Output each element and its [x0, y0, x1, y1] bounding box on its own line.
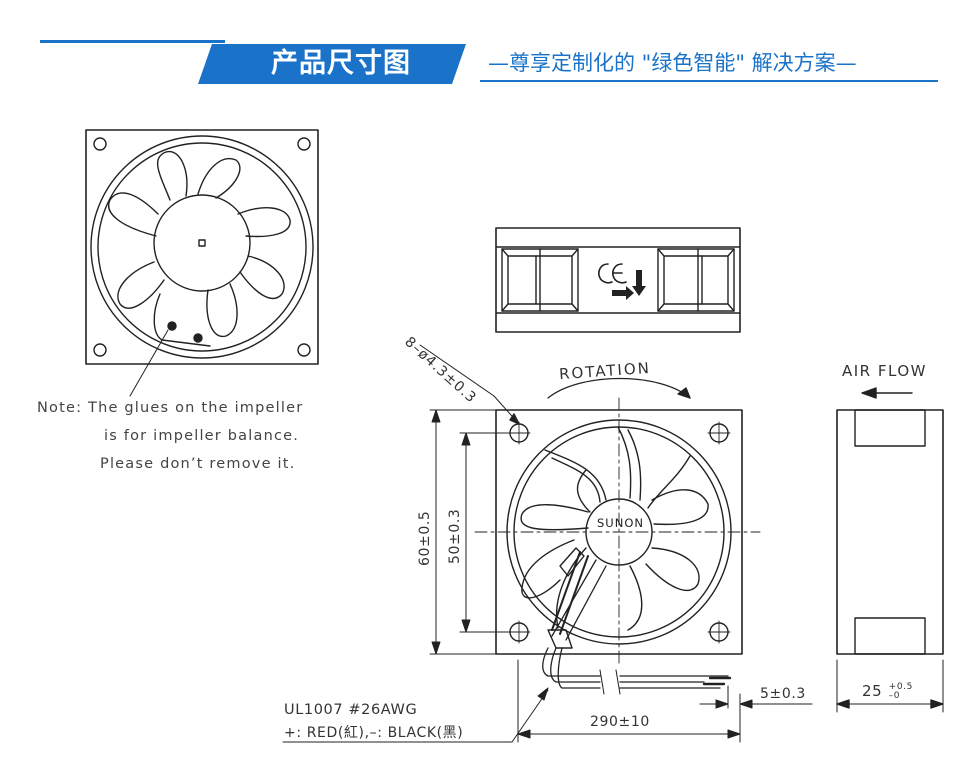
- note-line-3: Please don’t remove it.: [100, 456, 296, 472]
- section-header: 产品尺寸图 —尊享定制化的 "绿色智能" 解决方案—: [0, 0, 980, 95]
- hub-label: SUNON: [597, 516, 644, 530]
- lead-wires: [542, 647, 732, 695]
- depth-value: 25: [862, 682, 883, 700]
- depth-tol-plus: +0.5: [888, 681, 913, 692]
- hole-dimension-label: 50±0.3: [447, 508, 463, 564]
- air-flow-label: AIR FLOW: [842, 362, 927, 380]
- strip-length-label: 5±0.3: [760, 686, 806, 702]
- depth-tol-minus: –0: [888, 690, 901, 701]
- side-view: [836, 387, 944, 713]
- header-rule-right: [480, 80, 938, 82]
- lead-length-label: 290±10: [590, 714, 650, 730]
- top-side-view: [495, 227, 741, 333]
- note-line-2: is for impeller balance.: [104, 428, 300, 444]
- wire-colors-label: +: RED(紅),–: BLACK(黑): [284, 725, 464, 741]
- note-line-1: Note: The glues on the impeller: [37, 400, 304, 416]
- outer-dimension-label: 60±0.5: [417, 510, 433, 566]
- front-view-note: [85, 129, 319, 397]
- bottom-dimensions: [282, 659, 813, 743]
- header-banner: [198, 44, 466, 84]
- main-front-view: [419, 344, 761, 666]
- vertical-dimensions: [429, 409, 511, 655]
- wire-spec-label: UL1007 #26AWG: [284, 702, 418, 718]
- header-rule-left: [40, 40, 225, 43]
- section-title: 产品尺寸图: [271, 48, 411, 79]
- depth-dimension: 25 +0.5 –0: [862, 682, 913, 701]
- section-subtitle: —尊享定制化的 "绿色智能" 解决方案—: [488, 51, 857, 75]
- depth-tolerance: +0.5 –0: [888, 681, 913, 701]
